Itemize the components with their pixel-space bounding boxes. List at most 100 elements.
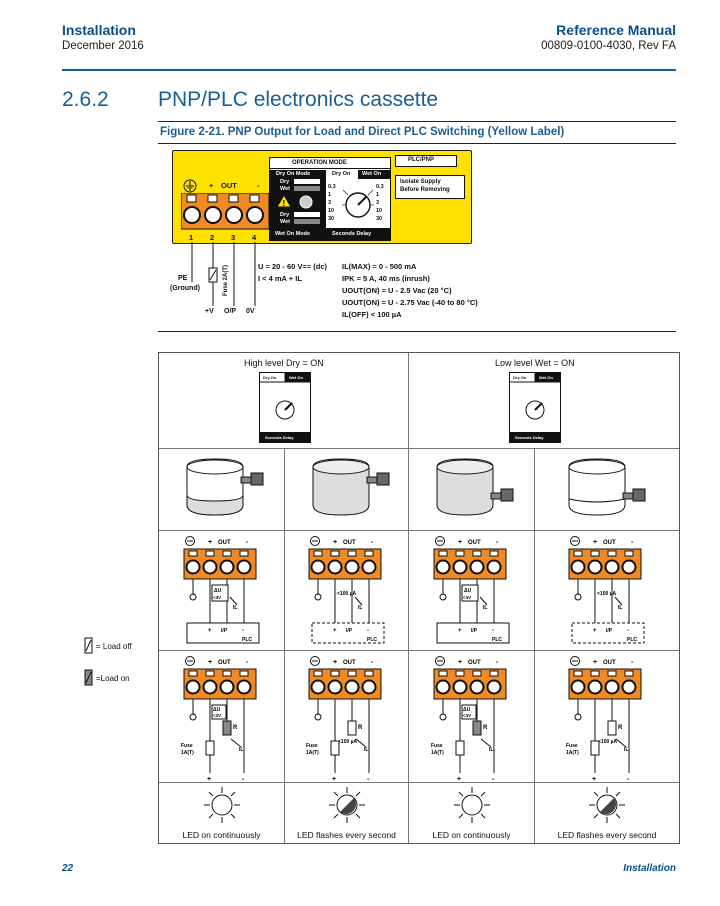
delta-u-label: ΔU xyxy=(463,707,471,713)
led-cell-4: LED flashes every second xyxy=(535,783,679,843)
isolate-line-1: Isolate Supply xyxy=(400,179,441,185)
fuse-label: Fuse xyxy=(566,743,578,749)
fuse-rating-label: 1A(T) xyxy=(431,750,444,756)
supply-plus: + xyxy=(592,776,596,783)
lt3v-label: <3V xyxy=(213,595,221,600)
plc-plus: + xyxy=(458,628,462,634)
fuse-rating-label: 1A(T) xyxy=(181,750,194,756)
plc-ip: I/P xyxy=(606,628,613,634)
circuit-out-label: OUT xyxy=(218,660,231,666)
terminal-wiring xyxy=(191,242,256,306)
circuit-out-minus: - xyxy=(496,539,499,546)
lt100-label: <100 µA xyxy=(337,591,357,597)
dial-right-1: 1 xyxy=(376,192,380,198)
dial-left-3: 10 xyxy=(328,208,335,214)
header-chapter: Installation xyxy=(62,22,136,38)
dial-left-4: 30 xyxy=(328,216,335,222)
fuse-rating-label: 1A(T) xyxy=(306,750,319,756)
caption-rule-top xyxy=(158,121,676,122)
plc-minus: - xyxy=(242,628,244,634)
wet-on-mode-label: Wet On Mode xyxy=(275,231,311,237)
led-caption-3: LED on continuously xyxy=(432,830,511,840)
spec-load-max: IL(MAX) = 0 - 500 mA xyxy=(342,262,417,271)
circuit-out-plus: + xyxy=(593,539,597,546)
supply-minus: - xyxy=(627,776,630,783)
resistor-label: R xyxy=(358,725,363,731)
plc-plus: + xyxy=(593,628,597,634)
circuit-out-plus: + xyxy=(593,659,597,666)
figure-rule xyxy=(158,331,676,332)
led-on-icon xyxy=(454,787,490,823)
dial-left-1: 1 xyxy=(328,192,332,198)
wet-label-bottom: Wet xyxy=(280,219,290,225)
footer-section: Installation xyxy=(623,863,676,874)
circuit-out-label: OUT xyxy=(218,540,231,546)
time-delay-dial[interactable] xyxy=(340,186,376,224)
plc-label: PLC xyxy=(627,637,637,643)
load-off-icon xyxy=(84,637,93,654)
op-label: O/P xyxy=(224,308,237,315)
svg-text:!: ! xyxy=(283,199,286,208)
dial-right-2: 3 xyxy=(376,200,380,206)
mini-dial-left xyxy=(259,372,311,443)
fuse-label: Fuse xyxy=(306,743,318,749)
circuit-out-plus: + xyxy=(333,539,337,546)
operation-mode-title: OPERATION MODE xyxy=(292,160,347,166)
header-rule xyxy=(62,69,676,71)
mode-cell-right: Low level Wet = ON Dry On Wet On Seconds… xyxy=(409,353,679,449)
circuit-out-label: OUT xyxy=(603,660,616,666)
pe-label: PE xyxy=(178,275,188,282)
terminal-block xyxy=(181,193,270,230)
supply-plus: + xyxy=(207,776,211,783)
led-flash-icon xyxy=(589,787,625,823)
wet-on-label: Wet On xyxy=(362,171,382,177)
spec-uout-range: UOUT(ON) = U - 2.75 Vac (-40 to 80 °C) xyxy=(342,298,478,307)
terminal-1: 1 xyxy=(189,233,194,242)
circuit-out-minus: - xyxy=(496,659,499,666)
mini-seconds-right: Seconds Delay xyxy=(515,435,544,440)
circuit-out-minus: - xyxy=(246,659,249,666)
plc-minus: - xyxy=(492,628,494,634)
header-right: Reference Manual 00809-0100-4030, Rev FA xyxy=(541,22,676,52)
terminal-4: 4 xyxy=(252,233,257,242)
tank-cell-4 xyxy=(535,449,679,531)
delta-u-label: ΔU xyxy=(464,588,472,594)
mini-wet-on-left: Wet On xyxy=(289,375,303,380)
load-on-icon xyxy=(84,669,93,686)
mini-dry-on-right: Dry On xyxy=(513,375,527,380)
plc-pnp-box: PLC/PNP xyxy=(395,155,457,167)
section-number: 2.6.2 xyxy=(62,88,109,111)
out-minus: - xyxy=(257,181,260,190)
il-label: IL xyxy=(489,747,493,753)
il-label: IL xyxy=(239,747,243,753)
switching-table: High level Dry = ON Dry On Wet On Second… xyxy=(158,352,680,844)
delta-u-label: ΔU xyxy=(213,707,221,713)
legend-load-off: = Load off xyxy=(96,642,132,651)
mode-cell-left: High level Dry = ON Dry On Wet On Second… xyxy=(159,353,409,449)
mode-left-label: High level Dry = ON xyxy=(244,358,324,368)
circuit-out-label: OUT xyxy=(468,660,481,666)
circuit-out-minus: - xyxy=(631,539,634,546)
plc-ip: I/P xyxy=(471,628,478,634)
supply-minus: - xyxy=(367,776,370,783)
mode-right-label: Low level Wet = ON xyxy=(495,358,575,368)
supply-minus: - xyxy=(492,776,495,783)
dry-on-label: Dry On xyxy=(332,171,351,177)
plc-label: PLC xyxy=(367,637,377,643)
tank-cell-3 xyxy=(409,449,535,531)
figure-caption: Figure 2-21. PNP Output for Load and Dir… xyxy=(160,126,565,138)
header-date: December 2016 xyxy=(62,40,144,52)
ground-label: (Ground) xyxy=(170,285,200,292)
header-manual: Reference Manual xyxy=(556,22,676,38)
supply-minus: - xyxy=(242,776,245,783)
resistor-label: R xyxy=(483,725,488,731)
